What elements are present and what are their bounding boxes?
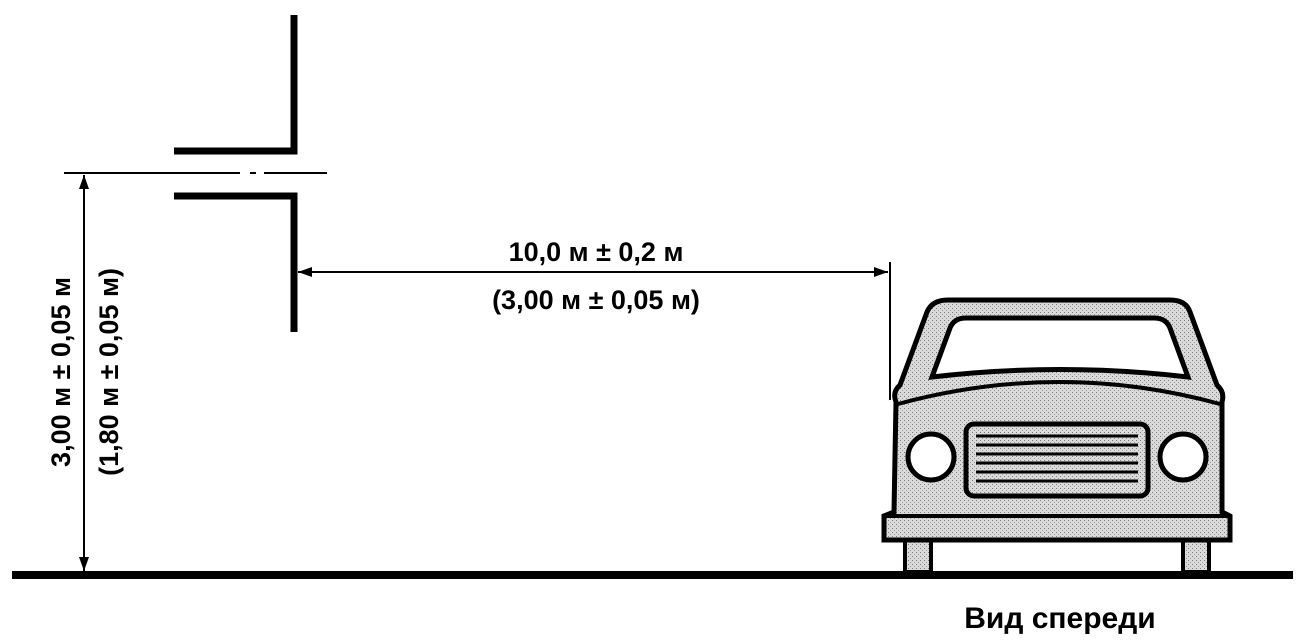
- car-front-view: [881, 297, 1233, 574]
- horizontal-dimension: 10,0 м ± 0,2 м (3,00 м ± 0,05 м): [298, 237, 891, 400]
- horizontal-dimension-secondary: (3,00 м ± 0,05 м): [492, 285, 700, 315]
- grille: [963, 421, 1151, 499]
- vertical-dimension: 3,00 м ± 0,05 м (1,80 м ± 0,05 м): [46, 172, 150, 571]
- light-source-symbol: [150, 15, 327, 332]
- view-caption: Вид спереди: [964, 602, 1155, 635]
- right-headlight: [1157, 431, 1209, 483]
- vertical-dimension-secondary: (1,80 м ± 0,05 м): [94, 268, 124, 476]
- horizontal-dimension-primary: 10,0 м ± 0,2 м: [509, 237, 684, 267]
- vertical-dimension-primary: 3,00 м ± 0,05 м: [46, 277, 76, 467]
- windshield: [928, 315, 1192, 380]
- left-headlight: [905, 431, 957, 483]
